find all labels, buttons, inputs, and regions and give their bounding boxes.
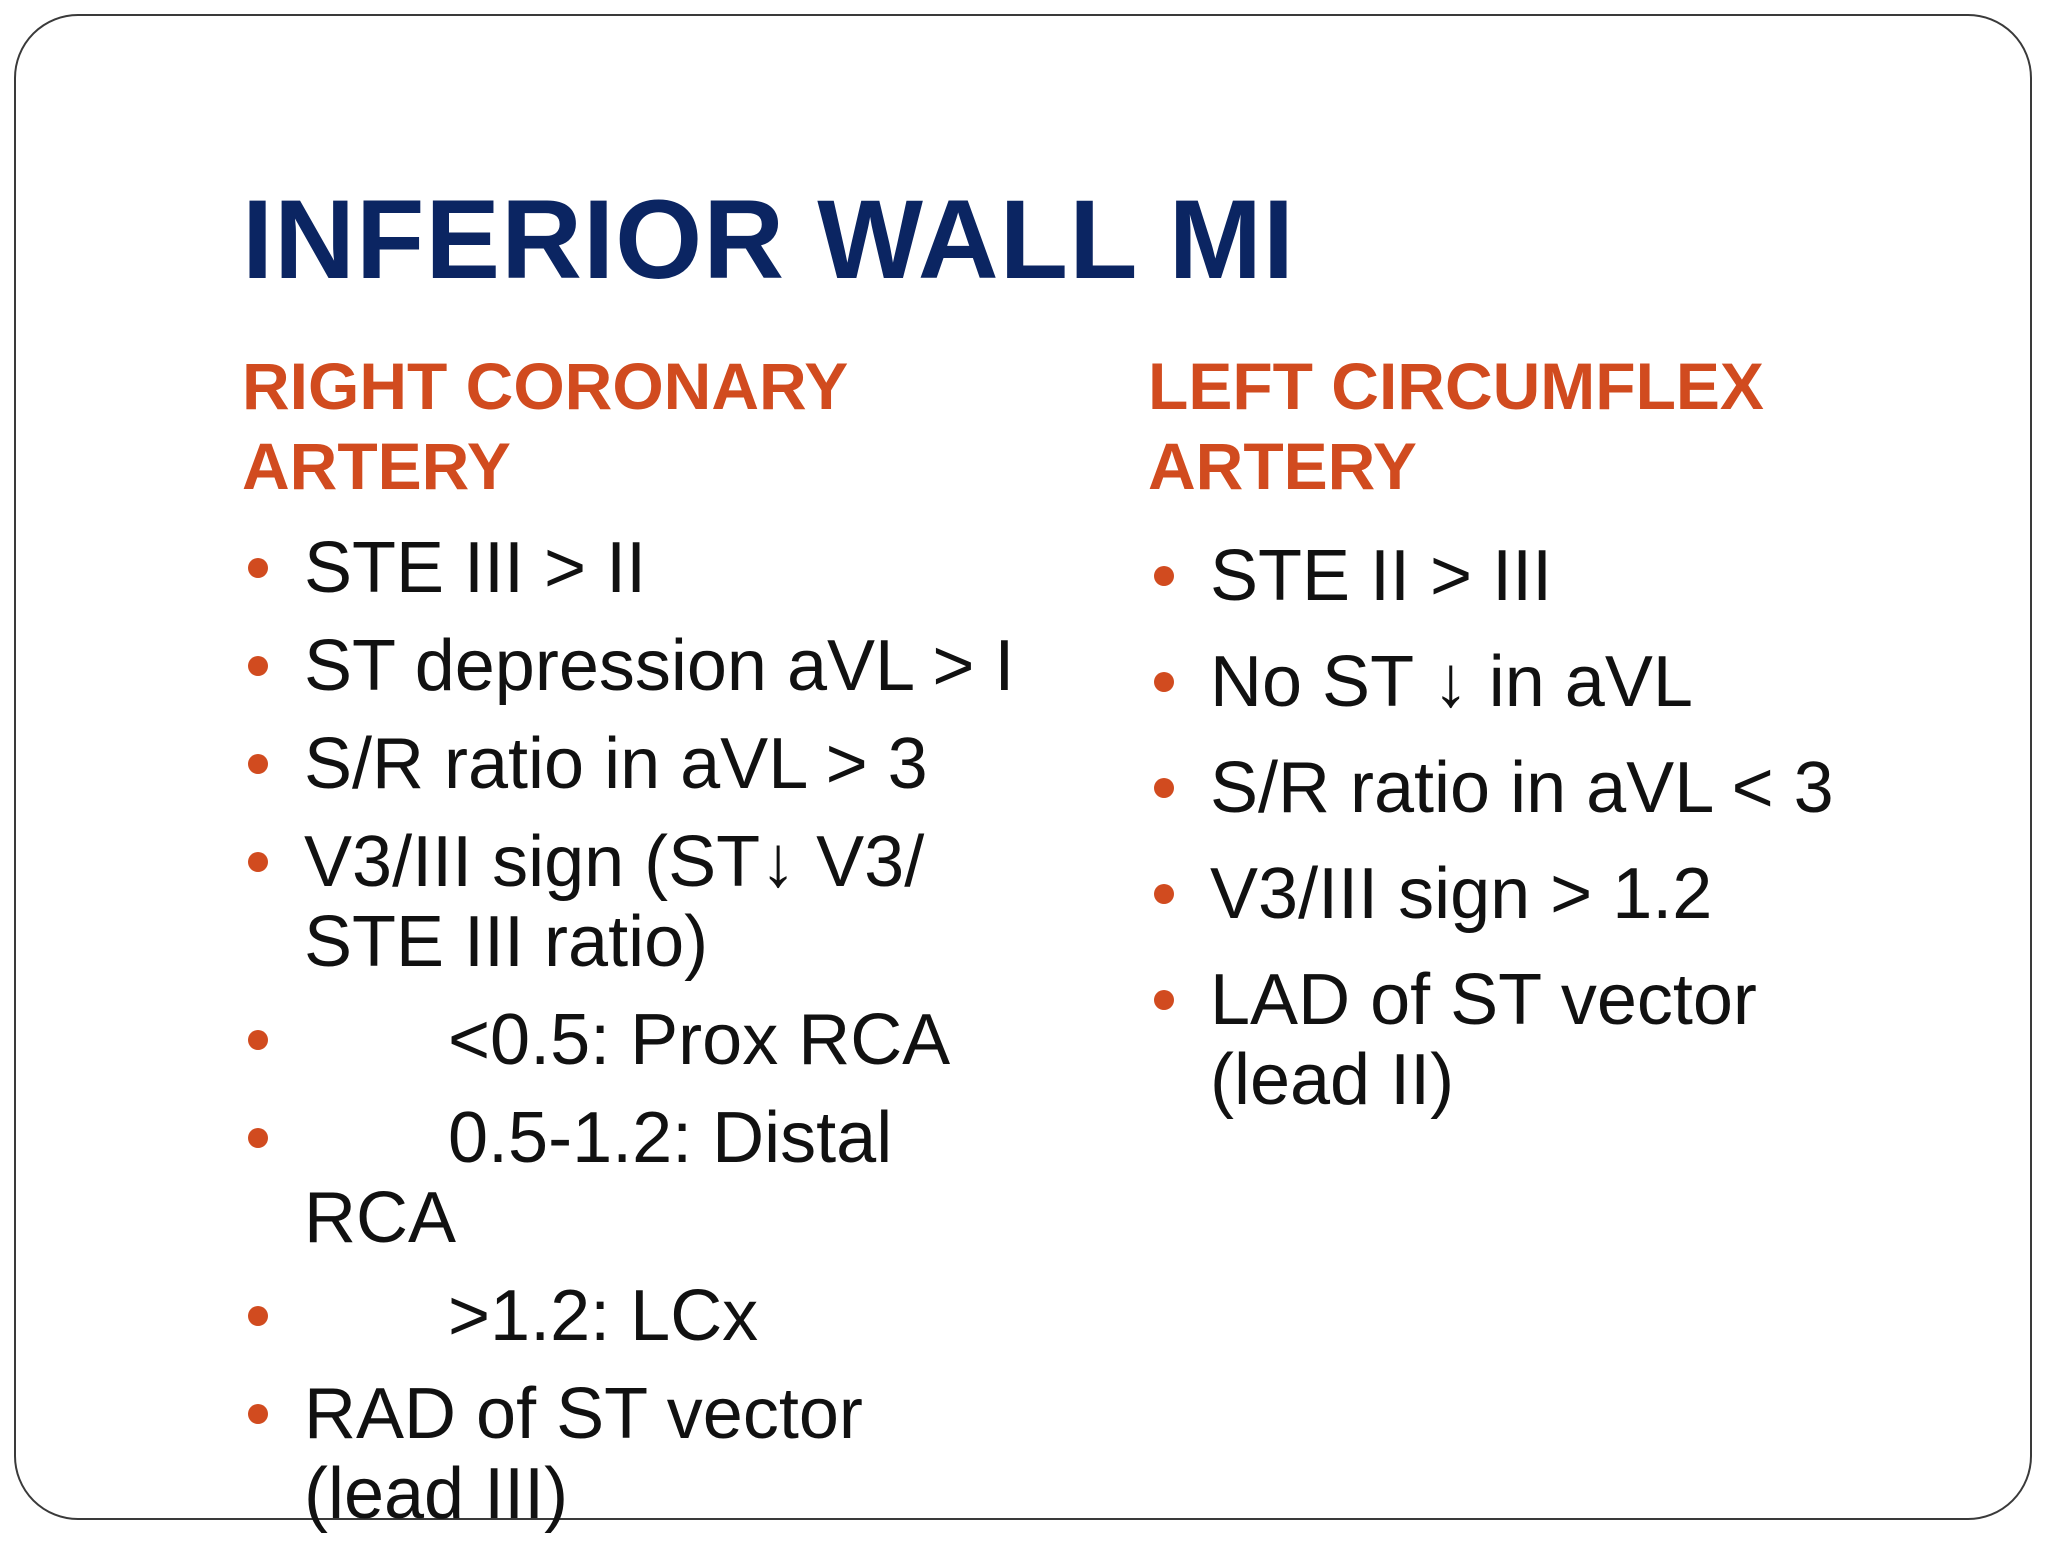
list-item-text: LAD of ST vector (lead II) xyxy=(1210,960,1757,1120)
list-item: >1.2: LCx xyxy=(242,1276,1082,1356)
bullet-dot-icon xyxy=(248,1030,268,1050)
list-item: RAD of ST vector (lead III) xyxy=(242,1374,1082,1534)
list-item: No ST ↓ in aVL xyxy=(1148,642,1968,722)
bullet-dot-icon xyxy=(248,1128,268,1148)
list-item-text: RAD of ST vector (lead III) xyxy=(304,1374,863,1534)
list-item-text: V3/III sign (ST↓ V3/ STE III ratio) xyxy=(304,822,925,982)
rca-criteria-list: STE III > II ST depression aVL > I S/R r… xyxy=(242,528,1082,1534)
slide-frame: INFERIOR WALL MI RIGHT CORONARY ARTERY S… xyxy=(14,14,2032,1534)
bullet-dot-icon xyxy=(1154,778,1174,798)
list-item-text: S/R ratio in aVL > 3 xyxy=(304,724,928,804)
list-item: ST depression aVL > I xyxy=(242,626,1082,706)
list-item-text: V3/III sign > 1.2 xyxy=(1210,854,1713,934)
bullet-dot-icon xyxy=(1154,990,1174,1010)
bullet-dot-icon xyxy=(248,1306,268,1326)
list-item-text: ST depression aVL > I xyxy=(304,626,1015,706)
left-circumflex-artery-column: LEFT CIRCUMFLEX ARTERY STE II > III No S… xyxy=(1148,346,1968,1146)
list-item-text: <0.5: Prox RCA xyxy=(448,1000,951,1080)
list-item: 0.5-1.2: Distal RCA xyxy=(242,1098,1082,1258)
list-item-text: No ST ↓ in aVL xyxy=(1210,642,1693,722)
list-item: <0.5: Prox RCA xyxy=(242,1000,1082,1080)
list-item-text: 0.5-1.2: Distal RCA xyxy=(304,1098,893,1258)
lcx-criteria-list: STE II > III No ST ↓ in aVL S/R ratio in… xyxy=(1148,536,1968,1120)
list-item-text: STE II > III xyxy=(1210,536,1553,616)
bullet-dot-icon xyxy=(1154,884,1174,904)
list-item-text: STE III > II xyxy=(304,528,647,608)
column-heading-rca: RIGHT CORONARY ARTERY xyxy=(242,349,849,503)
list-item: LAD of ST vector (lead II) xyxy=(1148,960,1968,1120)
bullet-dot-icon xyxy=(248,656,268,676)
bullet-dot-icon xyxy=(248,754,268,774)
bullet-dot-icon xyxy=(1154,672,1174,692)
list-item: STE III > II xyxy=(242,528,1082,608)
bullet-dot-icon xyxy=(248,852,268,872)
list-item: V3/III sign (ST↓ V3/ STE III ratio) xyxy=(242,822,1082,982)
list-item: V3/III sign > 1.2 xyxy=(1148,854,1968,934)
list-item: S/R ratio in aVL > 3 xyxy=(242,724,1082,804)
bullet-dot-icon xyxy=(1154,566,1174,586)
right-coronary-artery-column: RIGHT CORONARY ARTERY STE III > II ST de… xyxy=(242,346,1082,1552)
list-item: S/R ratio in aVL < 3 xyxy=(1148,748,1968,828)
slide-title: INFERIOR WALL MI xyxy=(242,177,1295,302)
list-item-text: S/R ratio in aVL < 3 xyxy=(1210,748,1834,828)
column-heading-lcx: LEFT CIRCUMFLEX ARTERY xyxy=(1148,349,1764,503)
bullet-dot-icon xyxy=(248,558,268,578)
list-item-text: >1.2: LCx xyxy=(448,1276,759,1356)
list-item: STE II > III xyxy=(1148,536,1968,616)
bullet-dot-icon xyxy=(248,1404,268,1424)
